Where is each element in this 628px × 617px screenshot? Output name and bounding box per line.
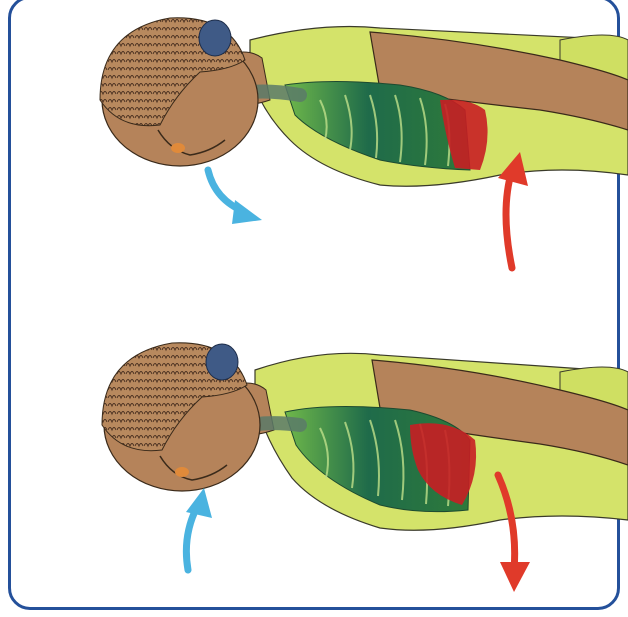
mouth	[171, 143, 185, 153]
hair-tie	[199, 20, 231, 56]
exhale-panel	[100, 18, 628, 268]
diaphragm-down-arrowhead	[500, 562, 530, 592]
mouth-2	[175, 467, 189, 477]
inhale-panel	[102, 343, 628, 592]
outgoing-air-arrowhead	[232, 200, 262, 224]
incoming-air-arrowhead	[186, 488, 212, 518]
incoming-air-arrow	[186, 505, 198, 570]
hair-tie-2	[206, 344, 238, 380]
diaphragm-up-arrow	[506, 170, 512, 268]
